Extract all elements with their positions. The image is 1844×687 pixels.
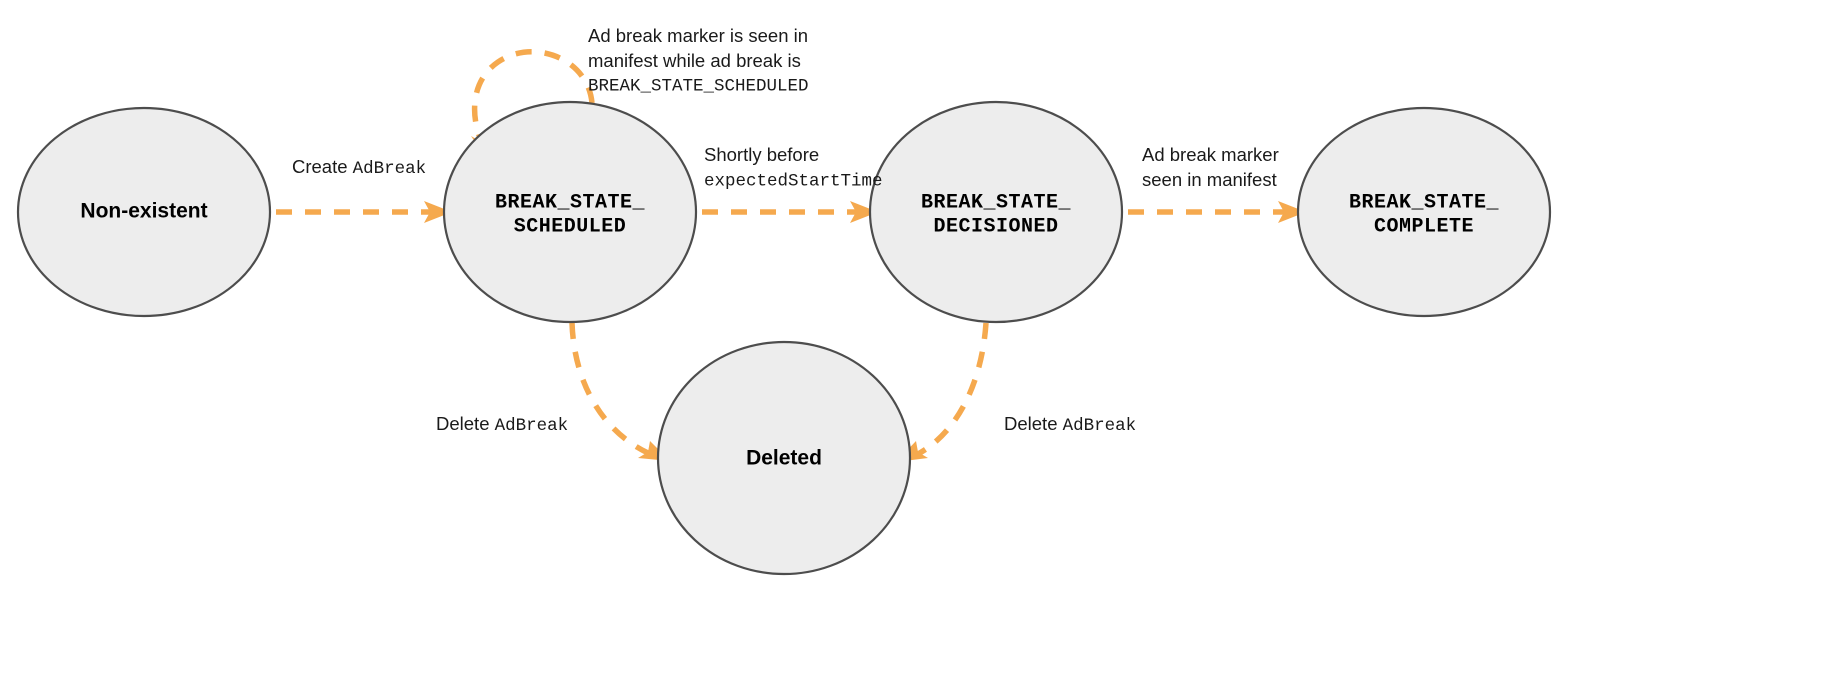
state-node-break-state-scheduled[interactable]: BREAK_STATE_ SCHEDULED <box>442 100 698 324</box>
state-node-non-existent-label: Non-existent <box>80 200 207 223</box>
edge-scheduled-self-loop-path <box>471 49 595 147</box>
edge-label-delete-from-scheduled-part-0: Delete <box>436 413 495 434</box>
edge-label-shortly-before-line1: Shortly before <box>704 144 819 165</box>
state-node-break-state-decisioned-label-line1: BREAK_STATE_ <box>921 191 1072 214</box>
state-node-deleted[interactable]: Deleted <box>656 340 912 576</box>
state-node-break-state-complete-label-line2: COMPLETE <box>1374 215 1474 238</box>
state-node-non-existent-shape[interactable] <box>16 106 272 318</box>
state-node-break-state-decisioned-label-line2: DECISIONED <box>933 215 1058 238</box>
state-node-break-state-decisioned-shape[interactable] <box>868 100 1124 324</box>
edge-marker-seen-arrowhead <box>1278 201 1306 223</box>
edge-label-delete-adbreak-from-scheduled: Delete AdBreak <box>436 413 568 436</box>
edge-label-scheduled-self-loop-line1: Ad break marker is seen in <box>588 25 808 46</box>
edge-label-delete-from-decisioned-part-1: AdBreak <box>1063 416 1137 436</box>
edge-label-marker-seen-line2: seen in manifest <box>1142 169 1277 190</box>
edge-label-create-adbreak-part-1: AdBreak <box>353 159 427 179</box>
state-node-deleted-label: Deleted <box>746 447 822 470</box>
edge-label-shortly-before-line2: expectedStartTime <box>704 172 883 192</box>
edge-delete-from-scheduled-path <box>569 322 650 456</box>
state-node-break-state-complete[interactable]: BREAK_STATE_ COMPLETE <box>1296 106 1552 318</box>
edge-label-shortly-before-expected-start-time: Shortly before expectedStartTime <box>704 144 883 192</box>
state-node-non-existent[interactable]: Non-existent <box>16 106 272 318</box>
edge-label-create-adbreak-text: Create AdBreak <box>292 156 426 179</box>
edge-ad-break-marker-seen-in-manifest <box>1128 201 1306 223</box>
edge-label-delete-from-scheduled-text: Delete AdBreak <box>436 413 568 436</box>
state-node-break-state-complete-shape[interactable] <box>1296 106 1552 318</box>
state-node-break-state-scheduled-label-line2: SCHEDULED <box>514 215 627 238</box>
state-node-break-state-scheduled-shape[interactable] <box>442 100 698 324</box>
edge-shortly-before-arrowhead <box>850 201 878 223</box>
edge-delete-adbreak-from-scheduled <box>569 322 670 461</box>
edge-label-create-adbreak: Create AdBreak <box>292 156 426 179</box>
edge-create-adbreak-arrowhead <box>424 201 452 223</box>
edge-create-adbreak <box>276 201 452 223</box>
edge-label-delete-from-decisioned-part-0: Delete <box>1004 413 1063 434</box>
state-node-break-state-scheduled-label-line1: BREAK_STATE_ <box>495 191 646 214</box>
edge-label-ad-break-marker-seen-in-manifest: Ad break marker seen in manifest <box>1142 144 1279 190</box>
edge-label-delete-from-decisioned-text: Delete AdBreak <box>1004 413 1136 436</box>
edge-label-create-adbreak-part-0: Create <box>292 156 353 177</box>
edge-label-scheduled-self-loop-line2: manifest while ad break is <box>588 50 801 71</box>
edge-label-scheduled-self-loop-line3: BREAK_STATE_SCHEDULED <box>588 77 809 97</box>
state-node-deleted-shape[interactable] <box>656 340 912 576</box>
edge-delete-from-decisioned-path <box>916 322 989 457</box>
state-node-break-state-decisioned[interactable]: BREAK_STATE_ DECISIONED <box>868 100 1124 324</box>
edge-label-marker-seen-line1: Ad break marker <box>1142 144 1279 165</box>
edge-shortly-before-expected-start-time <box>702 201 878 223</box>
edge-label-delete-adbreak-from-decisioned: Delete AdBreak <box>1004 413 1136 436</box>
state-node-break-state-complete-label-line1: BREAK_STATE_ <box>1349 191 1500 214</box>
edge-label-delete-from-scheduled-part-1: AdBreak <box>495 416 569 436</box>
edge-label-scheduled-self-loop: Ad break marker is seen in manifest whil… <box>588 25 809 97</box>
